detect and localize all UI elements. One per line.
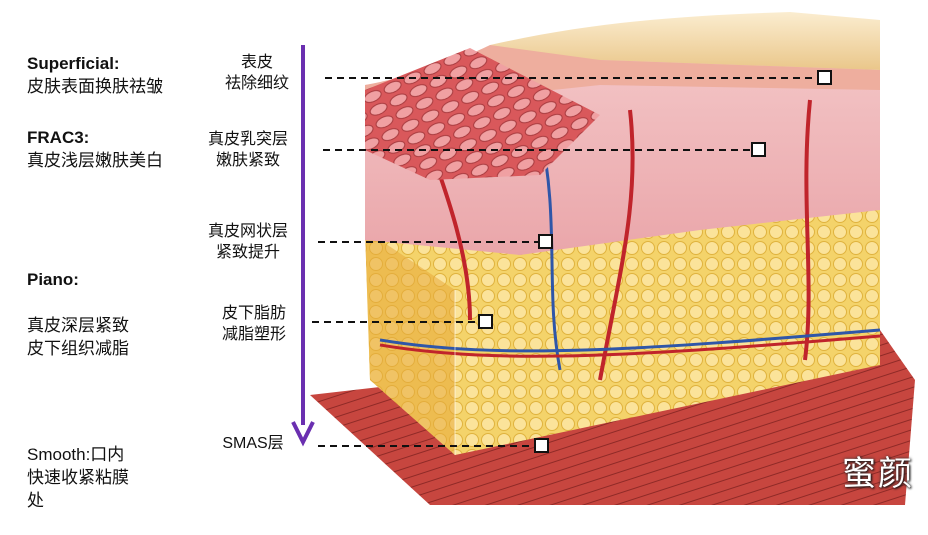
mode-description: 皮肤表面换肤祛皱 [27,77,163,96]
layer-label-epidermis: 表皮 祛除细纹 [212,52,302,94]
mode-name: FRAC3: [27,128,90,147]
layer-effect: 减脂塑形 [221,326,286,343]
layer-effect: 嫩肤紧致 [215,152,280,169]
mode-description: Smooth:口内 快速收紧粘膜 处 [27,445,129,510]
layer-label-smas: SMAS层 [208,433,298,454]
skin-layer-diagram: Superficial: 皮肤表面换肤祛皱 FRAC3: 真皮浅层嫩肤美白 Pi… [27,12,915,510]
epidermis-layer [365,12,880,180]
layer-name: 真皮乳突层 [207,131,288,148]
layer-effect: 祛除细纹 [224,75,289,92]
layer-label-papillary-dermis: 真皮乳突层 嫩肤紧致 [196,129,300,171]
mode-name: Piano: [27,270,79,289]
layer-name: 表皮 [240,54,273,71]
leader-lines [312,70,832,453]
layer-name: 皮下脂肪 [221,305,286,322]
skin-cross-section-illustration [291,12,915,505]
mode-frac3: FRAC3: 真皮浅层嫩肤美白 [27,126,163,172]
layer-label-subcutaneous-fat: 皮下脂肪 减脂塑形 [208,303,300,345]
mode-smooth: Smooth:口内 快速收紧粘膜 处 [27,420,129,535]
mode-name: Superficial: [27,54,120,73]
mode-description: 真皮深层紧致 皮下组织减脂 [27,316,129,358]
layer-name: 真皮网状层 [207,223,288,240]
mode-superficial: Superficial: 皮肤表面换肤祛皱 [27,52,163,98]
layer-label-reticular-dermis: 真皮网状层 紧致提升 [196,221,300,263]
depth-arrow [291,45,315,447]
mode-piano: Piano: 真皮深层紧致 皮下组织减脂 [27,245,129,383]
watermark-logo: 蜜颜 [842,454,914,494]
mode-description: 真皮浅层嫩肤美白 [27,151,163,170]
layer-effect: 紧致提升 [215,244,280,261]
layer-name: SMAS层 [222,435,284,452]
